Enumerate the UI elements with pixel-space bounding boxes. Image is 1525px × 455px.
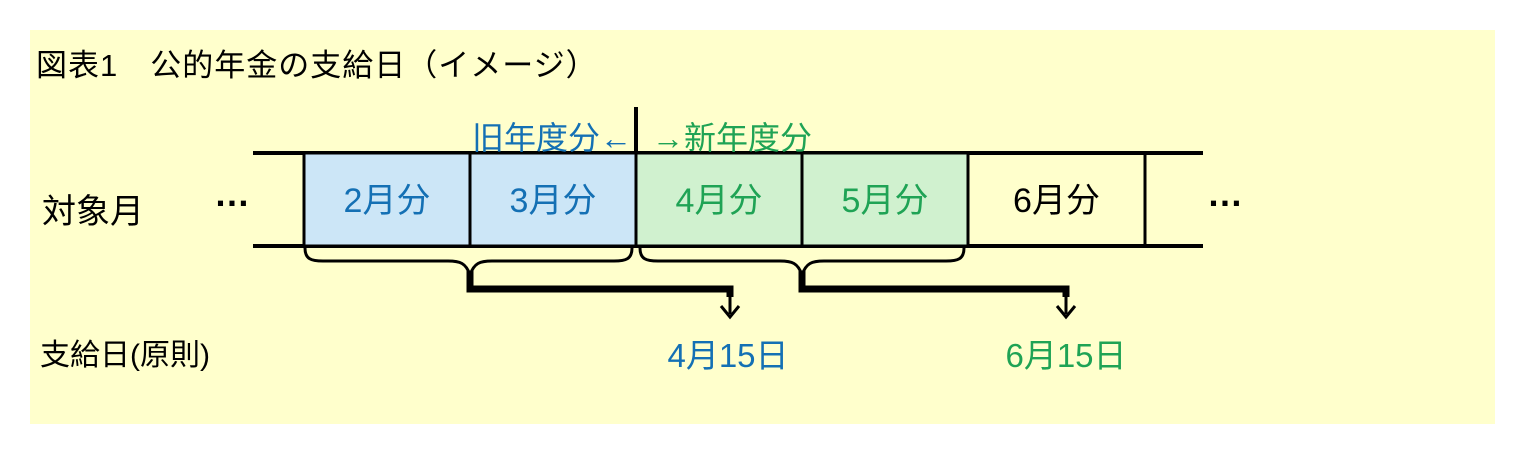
new-fiscal-year-label: →新年度分 xyxy=(652,120,813,156)
brace-old-months xyxy=(303,247,634,280)
month-label-jun: 6月分 xyxy=(1013,182,1100,220)
connector-to-april15 xyxy=(466,271,734,297)
month-box-feb xyxy=(302,151,472,248)
ellipsis-left: … xyxy=(214,173,250,214)
ellipsis-right: … xyxy=(1207,173,1243,214)
payment-date-row-label: 支給日(原則) xyxy=(40,339,210,372)
target-month-row-label: 対象月 xyxy=(42,193,144,231)
month-box-may xyxy=(800,151,970,248)
payment-date-june15: 6月15日 xyxy=(1005,337,1127,374)
month-label-apr: 4月分 xyxy=(675,182,763,220)
month-label-feb: 2月分 xyxy=(343,182,431,220)
old-fiscal-year-label: 旧年度分← xyxy=(471,120,632,156)
connector-to-june15 xyxy=(798,271,1070,297)
figure-title: 図表1 公的年金の支給日（イメージ） xyxy=(36,48,598,83)
arrowhead-april15-icon xyxy=(719,305,741,320)
arrowhead-june15-icon xyxy=(1055,305,1077,320)
month-label-may: 5月分 xyxy=(841,182,929,220)
brace-new-months xyxy=(638,247,966,280)
payment-date-april15: 4月15日 xyxy=(667,337,789,374)
month-label-mar: 3月分 xyxy=(509,182,597,220)
month-box-jun xyxy=(966,151,1147,248)
